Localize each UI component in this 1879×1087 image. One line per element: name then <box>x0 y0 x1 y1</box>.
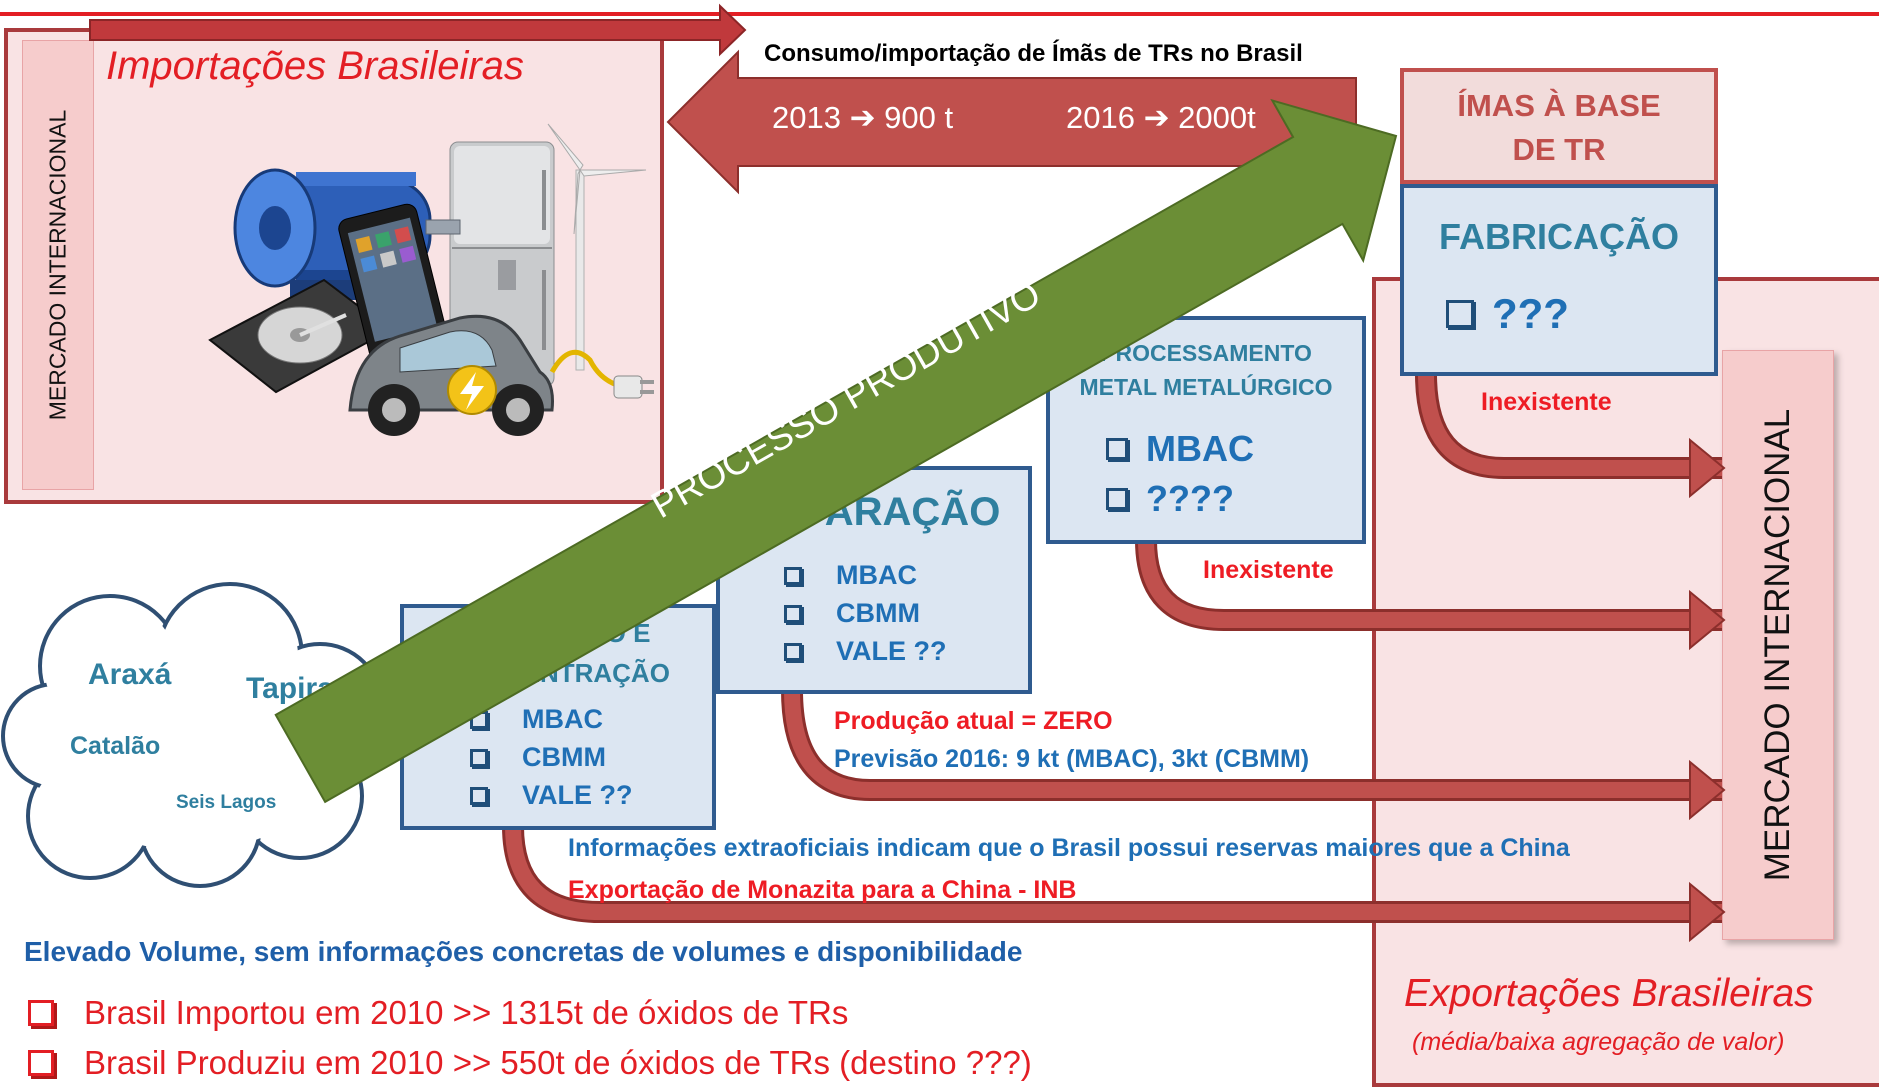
checkbox-icon <box>1106 438 1128 460</box>
magnets-box: ÍMAS À BASE DE TR <box>1400 68 1718 184</box>
checkbox-icon <box>470 786 488 805</box>
volume-note: Elevado Volume, sem informações concreta… <box>24 936 1023 967</box>
separation-status-2: Previsão 2016: 9 kt (MBAC), 3kt (CBMM) <box>834 745 1310 773</box>
mining-item-0: MBAC <box>470 704 603 735</box>
bottom-item-0-label: Brasil Importou em 2010 >> 1315t de óxid… <box>84 994 849 1031</box>
smartphone-icon <box>338 203 449 364</box>
fabrication-title: FABRICAÇÃO <box>1439 216 1679 257</box>
magnets-title-line1: ÍMAS À BASE <box>1457 88 1661 123</box>
electric-car-icon <box>348 314 554 436</box>
left-market-label-box: MERCADO INTERNACIONAL <box>22 40 94 490</box>
consumption-2016: 2016 ➔ 2000t <box>1066 100 1256 135</box>
processing-item-0-label: MBAC <box>1146 428 1254 469</box>
exports-subtitle: (média/baixa agregação de valor) <box>1412 1028 1785 1056</box>
separation-item-2: VALE ?? <box>784 636 947 667</box>
plug-icon <box>549 349 654 399</box>
mining-item-1: CBMM <box>470 742 606 773</box>
checkbox-icon <box>784 642 802 661</box>
consumption-title: Consumo/importação de Ímãs de TRs no Bra… <box>764 40 1303 67</box>
fabrication-item: ??? <box>1446 290 1569 338</box>
bottom-item-1-label: Brasil Produziu em 2010 >> 550t de óxido… <box>84 1044 1032 1081</box>
checkbox-icon <box>1106 488 1128 510</box>
processing-title-line2: METAL METALÚRGICO <box>1079 374 1333 400</box>
export-arrow-heads <box>1689 437 1726 943</box>
cloud-location-2: Catalão <box>70 732 161 760</box>
checkbox-icon <box>470 748 488 767</box>
mining-item-1-label: CBMM <box>522 742 606 772</box>
separation-item-0-label: MBAC <box>836 560 917 590</box>
checkbox-icon <box>784 566 802 585</box>
checkbox-icon <box>28 1050 54 1076</box>
imported-products-illustration <box>208 123 654 436</box>
processing-title-line1: PROCESSAMENTO <box>1100 340 1312 366</box>
fabrication-item-label: ??? <box>1492 290 1569 337</box>
bottom-item-0: Brasil Importou em 2010 >> 1315t de óxid… <box>28 994 848 1032</box>
consumption-2013: 2013 ➔ 900 t <box>772 100 954 135</box>
top-arrow <box>89 3 747 57</box>
separation-item-1: CBMM <box>784 598 920 629</box>
processing-item-1-label: ???? <box>1146 478 1234 519</box>
cloud-location-3: Seis Lagos <box>176 792 277 813</box>
wind-turbine-icon <box>547 123 647 371</box>
processing-item-0: MBAC <box>1106 428 1254 470</box>
consumption-arrow <box>666 49 1357 195</box>
mining-item-0-label: MBAC <box>522 704 603 734</box>
mining-note-2: Exportação de Monazita para a China - IN… <box>568 876 1077 904</box>
fabrication-box: FABRICAÇÃO ??? <box>1400 184 1718 376</box>
separation-item-0: MBAC <box>784 560 917 591</box>
checkbox-icon <box>28 1000 54 1026</box>
processing-status: Inexistente <box>1203 556 1334 584</box>
separation-item-2-label: VALE ?? <box>836 636 947 666</box>
processing-item-1: ???? <box>1106 478 1234 520</box>
exports-title: Exportações Brasileiras <box>1404 972 1814 1015</box>
separation-status-1: Produção atual = ZERO <box>834 707 1113 735</box>
mining-item-2-label: VALE ?? <box>522 780 633 810</box>
cloud-location-0: Araxá <box>88 658 172 691</box>
fabrication-status: Inexistente <box>1481 388 1612 416</box>
separation-item-1-label: CBMM <box>836 598 920 628</box>
bottom-item-1: Brasil Produziu em 2010 >> 550t de óxido… <box>28 1044 1032 1082</box>
mining-item-2: VALE ?? <box>470 780 633 811</box>
mining-note-1: Informações extraoficiais indicam que o … <box>568 834 1570 862</box>
export-curve-arrows <box>502 373 1722 923</box>
right-market-label-box: MERCADO INTERNACIONAL <box>1722 350 1834 940</box>
top-divider-line <box>0 12 1879 16</box>
checkbox-icon <box>1446 300 1474 328</box>
imports-title: Importações Brasileiras <box>106 44 524 88</box>
checkbox-icon <box>784 604 802 623</box>
magnets-title-line2: DE TR <box>1512 132 1606 167</box>
